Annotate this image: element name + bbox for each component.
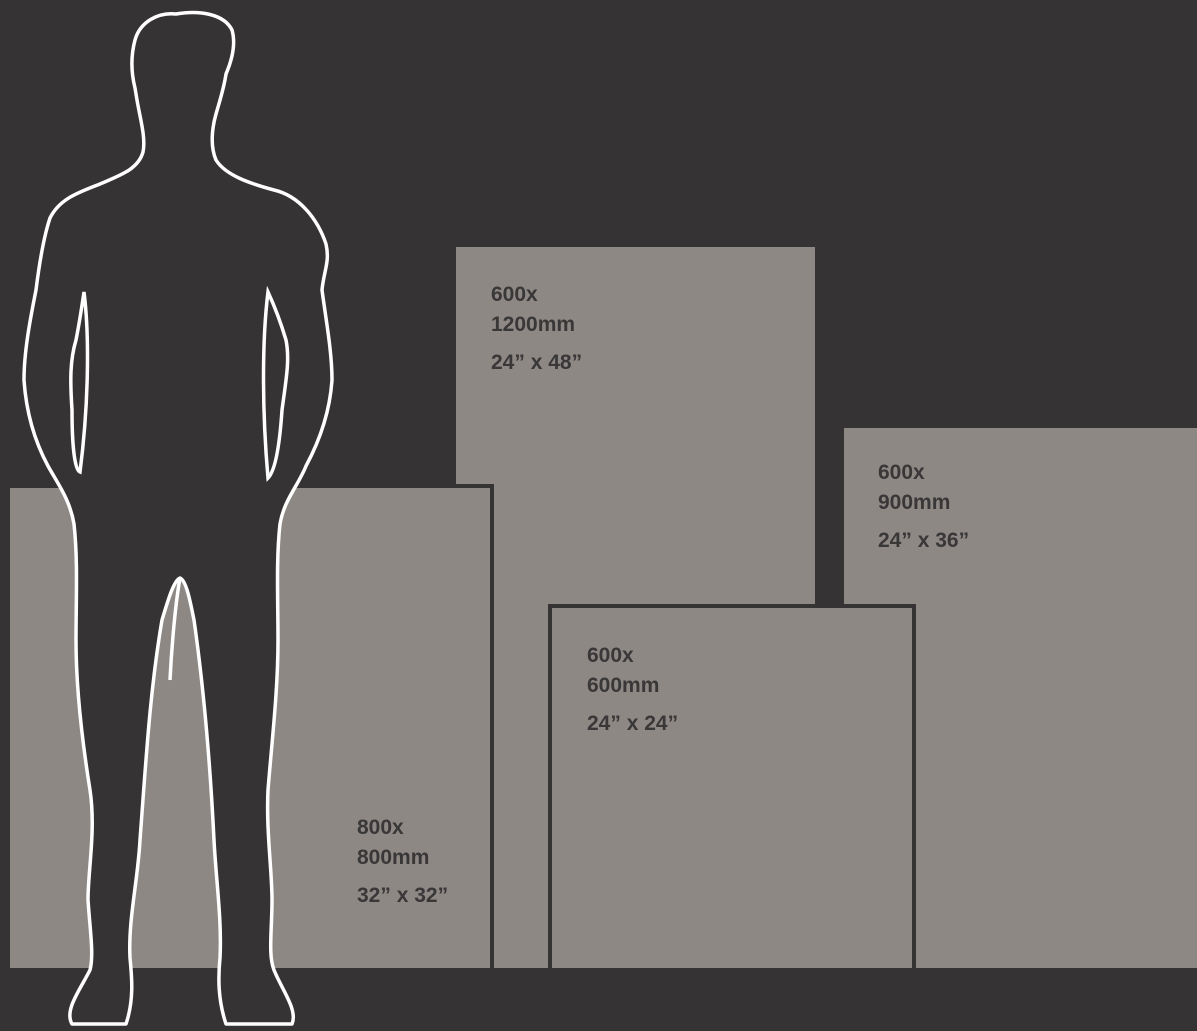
person-outline	[24, 13, 332, 1024]
